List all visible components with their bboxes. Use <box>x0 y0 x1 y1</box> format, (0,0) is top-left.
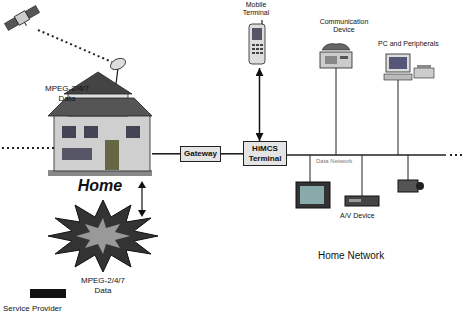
satellite-icon <box>14 11 29 26</box>
broadcast-link <box>2 147 54 149</box>
device-label: Communication Device <box>312 18 376 35</box>
connector-line <box>152 153 180 155</box>
house-illustration <box>62 126 76 138</box>
terminal-box: HiMCS Terminal <box>243 141 287 166</box>
mobile-phone-icon <box>256 52 259 54</box>
home-link-arrow <box>138 181 146 188</box>
communication-device-icon <box>322 44 350 50</box>
device-label: PC and Peripherals <box>378 40 439 48</box>
pc-icon <box>417 65 431 68</box>
house-illustration <box>126 126 140 138</box>
pc-icon <box>389 57 407 69</box>
av-device-icon <box>398 180 418 192</box>
connector-line <box>221 153 243 155</box>
mobile-phone-icon <box>252 48 255 50</box>
provider-label: Service Provider <box>3 304 62 314</box>
home-node: Home <box>48 52 152 195</box>
house-illustration <box>62 148 92 160</box>
network-label: Home Network <box>318 250 384 262</box>
av-device-icon <box>296 182 330 208</box>
communication-device-icon <box>325 56 337 64</box>
network-burst <box>76 218 130 254</box>
satellite-icon <box>25 22 27 25</box>
house-illustration <box>84 126 98 138</box>
mobile-phone-icon <box>236 18 276 68</box>
node-text: Mobile Terminal <box>236 1 276 17</box>
node-text: HiMCS Terminal <box>247 144 283 163</box>
network-label: Data Network <box>316 158 352 165</box>
network-burst <box>48 200 158 272</box>
house-illustration <box>48 52 152 177</box>
service-provider-box <box>30 289 66 298</box>
network-burst <box>48 200 158 272</box>
mobile-phone-icon <box>256 44 259 46</box>
satellite-icon <box>4 5 42 35</box>
mobile-phone-icon <box>252 44 255 46</box>
house-illustration <box>109 56 128 72</box>
home-bus <box>408 155 409 180</box>
home-bus <box>310 155 311 182</box>
satellite-icon <box>4 5 42 35</box>
home-bus <box>336 68 337 155</box>
communication-device-icon <box>340 56 348 59</box>
communication-device-icon <box>320 52 352 68</box>
house-illustration <box>54 114 150 171</box>
home-bus <box>450 154 465 156</box>
device-label: A/V Device <box>340 212 375 220</box>
home-link-arrow <box>138 210 146 217</box>
home-link-arrow <box>138 181 146 217</box>
home-bus <box>270 68 465 196</box>
av-device-icon <box>345 196 379 206</box>
av-device-icon <box>416 182 424 190</box>
mobile-phone-icon <box>252 52 255 54</box>
av-device-icon <box>300 186 324 204</box>
av-device-icon <box>296 180 424 208</box>
home-link-arrow <box>141 186 142 212</box>
mobile-terminal: Mobile Terminal <box>236 1 276 68</box>
mobile-phone-icon <box>260 52 263 54</box>
pc-icon <box>384 54 434 80</box>
home-bus <box>398 80 399 155</box>
home-bus <box>362 155 363 196</box>
connector-line <box>259 68 261 141</box>
pc-icon <box>384 74 412 80</box>
data-label: MPEG-2/4/7 Data <box>36 84 98 103</box>
pc-icon <box>414 68 434 78</box>
mobile-phone-icon <box>260 48 263 50</box>
data-label: MPEG-2/4/7 Data <box>72 276 134 295</box>
mobile-phone-icon <box>256 48 259 50</box>
node-text: Gateway <box>184 149 217 159</box>
node-text: Home <box>76 177 124 195</box>
house-illustration <box>116 68 118 84</box>
pc-icon <box>386 54 410 72</box>
gateway-box: Gateway <box>180 146 221 162</box>
mobile-phone-icon <box>260 44 263 46</box>
mobile-phone-icon <box>249 24 265 64</box>
mobile-phone-icon <box>252 28 262 40</box>
communication-device-icon <box>320 44 352 68</box>
av-device-icon <box>349 199 361 202</box>
house-illustration <box>105 140 119 170</box>
home-bus <box>270 154 446 156</box>
broadcast-link <box>38 30 112 62</box>
